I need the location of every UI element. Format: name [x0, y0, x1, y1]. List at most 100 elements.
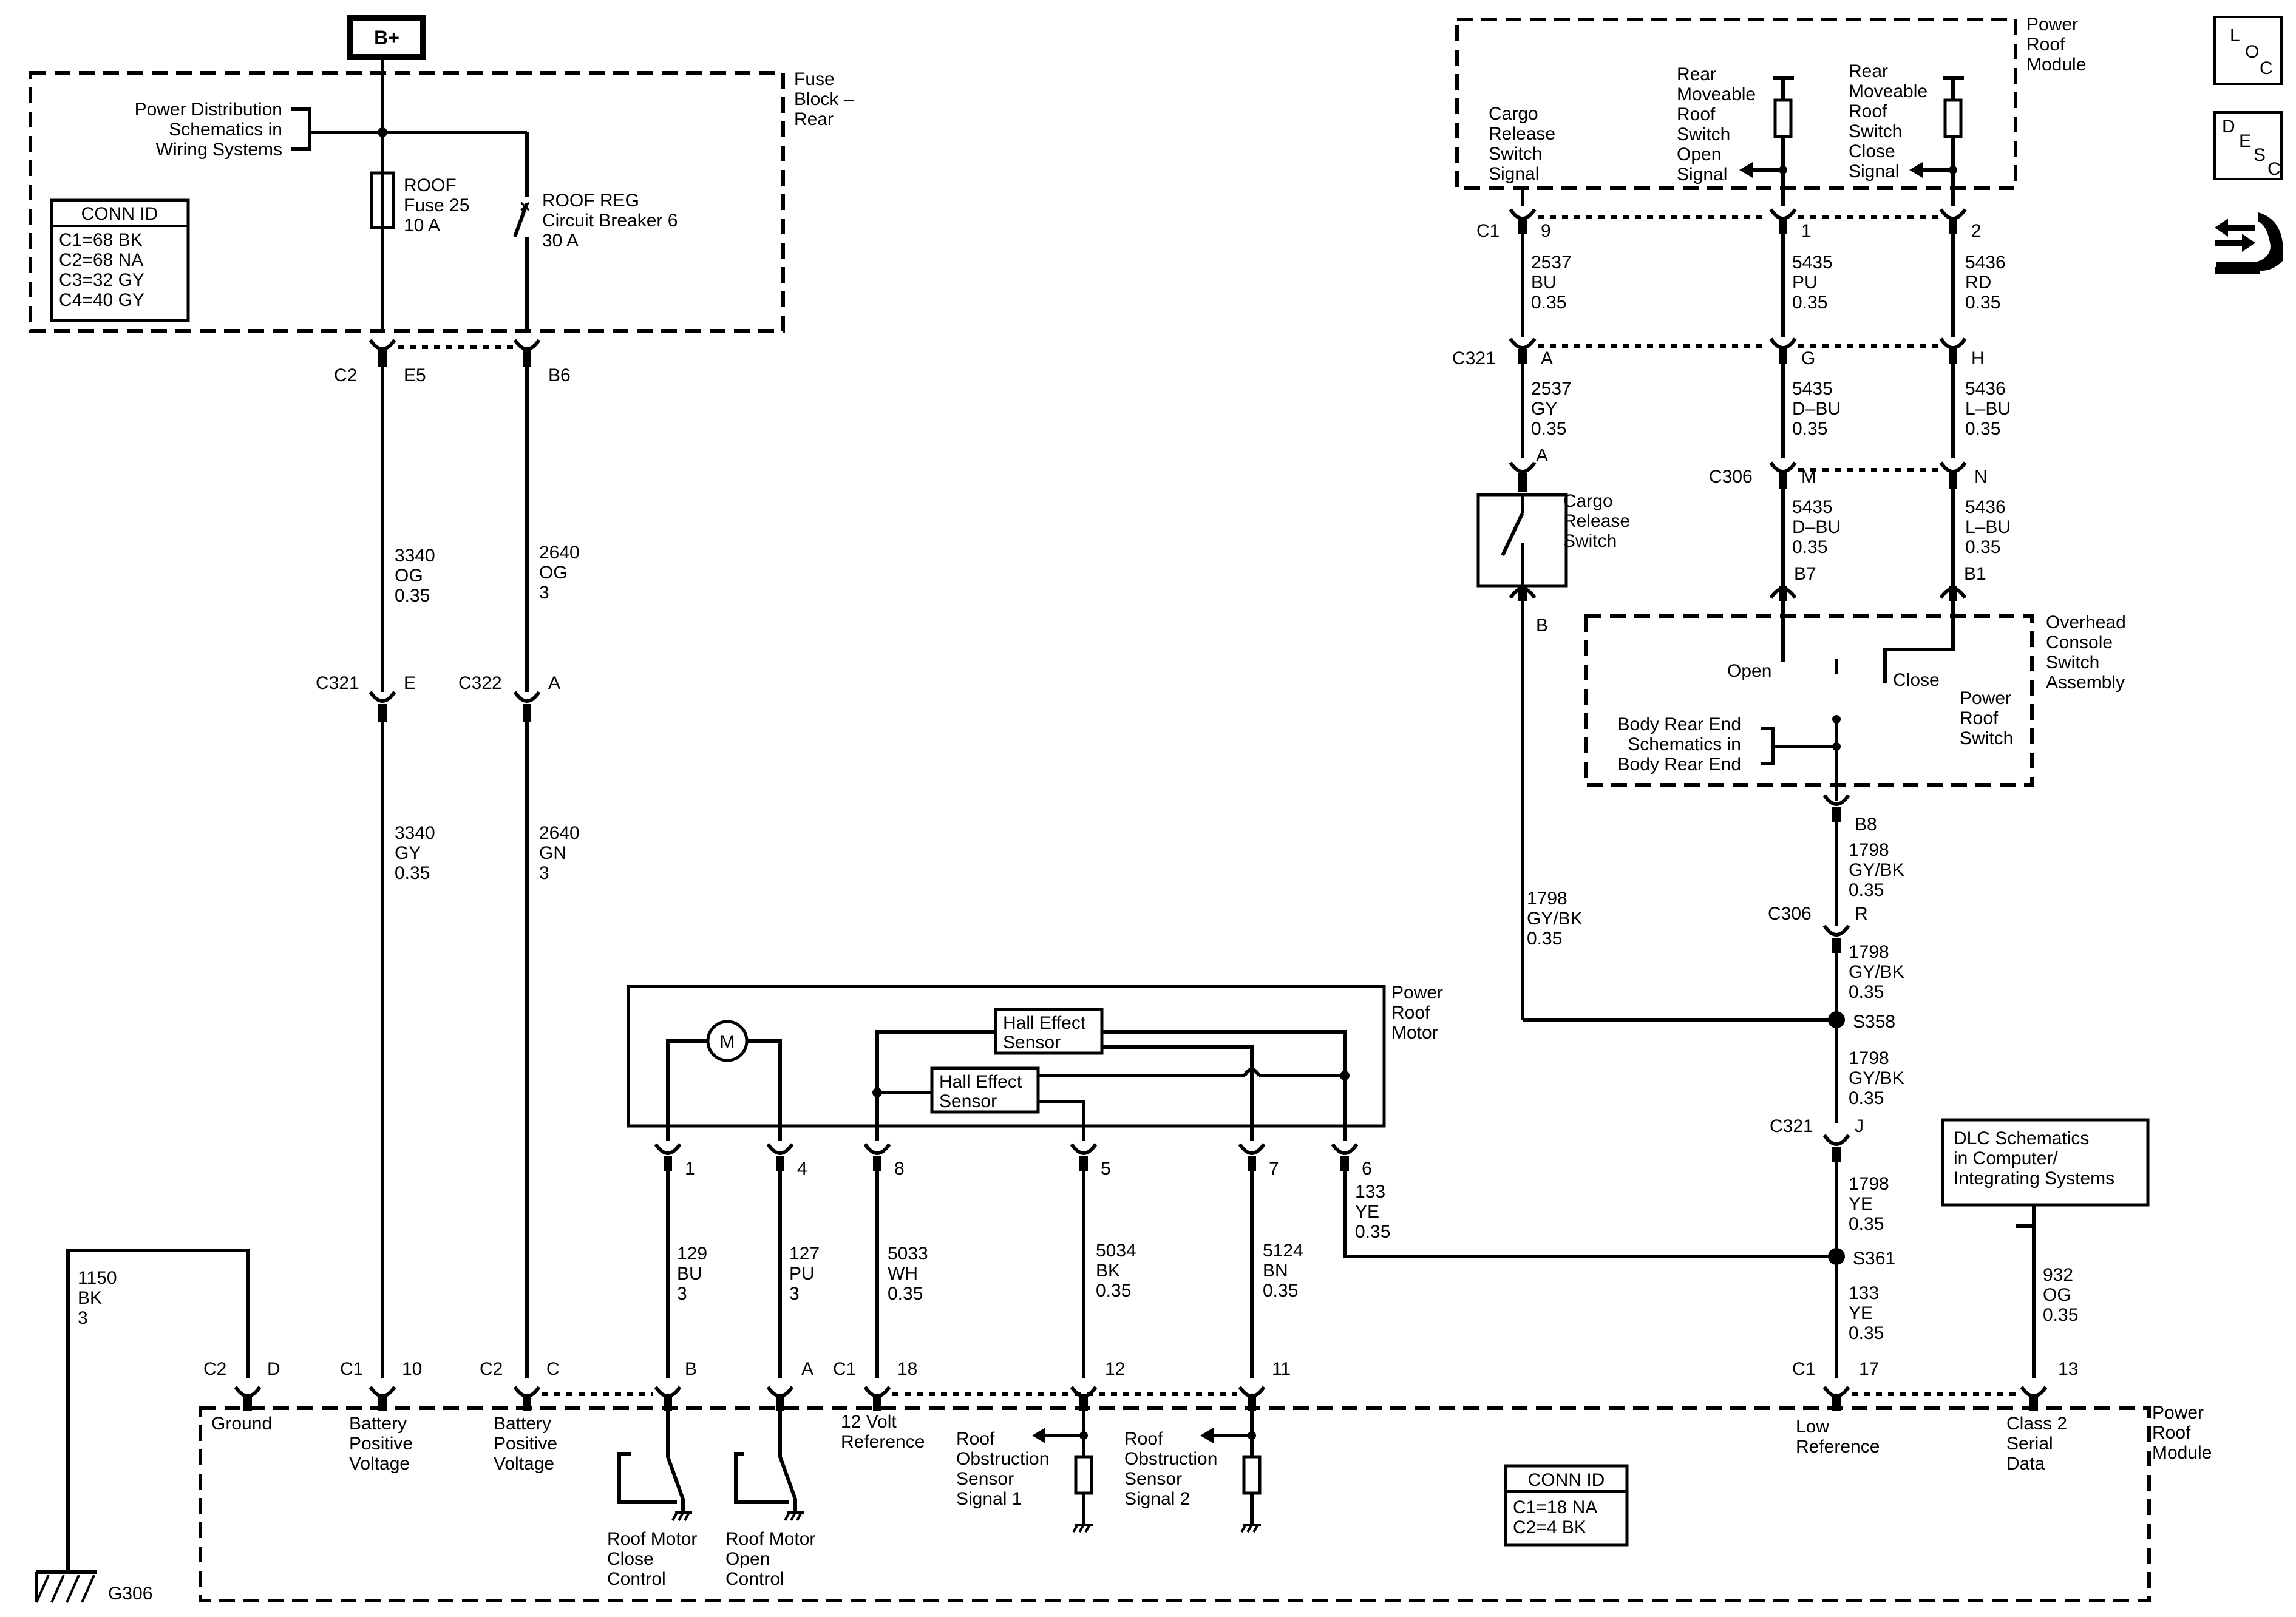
svg-text:D: D — [2222, 117, 2235, 137]
right-c321-label: C321 — [1452, 348, 1496, 368]
module-bottom-connectors: C2 D C1 10 C2 C B A C1 18 12 11 C1 17 13 — [203, 1359, 2078, 1411]
motor-pin-7: 7 — [1269, 1159, 1279, 1179]
motor-pin-4: 4 — [797, 1159, 807, 1179]
c2-label: C2 — [334, 365, 357, 385]
dlc-reference-box — [1941, 1118, 2150, 1207]
conn-12-pin: 12 — [1105, 1359, 1125, 1379]
right-c321-pin-a: A — [1541, 348, 1553, 368]
c306-r-label: C306 — [1768, 904, 1812, 924]
hall-sensor-2-icon — [930, 1066, 1040, 1114]
close-relay-switch-icon — [617, 1411, 692, 1521]
battery-positive-box — [347, 15, 426, 60]
top-c1-label: C1 — [1476, 221, 1500, 241]
svg-text:L: L — [2230, 25, 2240, 46]
cargo-switch-pin-b: B — [1536, 615, 1548, 636]
close-label: Close — [1893, 670, 1940, 690]
close-pullup-resistor-icon — [1909, 76, 1964, 206]
power-roof-switch-icon — [1832, 659, 1841, 801]
right-c306-pin-n: N — [1974, 467, 1988, 487]
conn-c1-18-label: C1 — [833, 1359, 856, 1379]
svg-text:S: S — [2254, 145, 2266, 165]
e5-label: E5 — [404, 365, 426, 385]
conn-13-pin: 13 — [2058, 1359, 2078, 1379]
conn-a-pin: A — [801, 1359, 813, 1379]
fuse-conn-id-box — [50, 198, 190, 322]
module-conn-id-box — [1504, 1464, 1629, 1547]
open-relay-switch-icon — [734, 1411, 804, 1521]
c322-label: C322 — [458, 673, 502, 693]
module-conn-id-title: CONN ID — [1528, 1470, 1605, 1490]
motor-pin-6: 6 — [1362, 1159, 1372, 1179]
motor-label: M — [720, 1032, 735, 1052]
c321-j-label: C321 — [1770, 1116, 1813, 1136]
open-label: Open — [1727, 661, 1771, 681]
desc-icon[interactable]: D E S C — [2213, 111, 2283, 180]
c321-left-label: C321 — [316, 673, 359, 693]
conn-c2-c-pin: C — [546, 1359, 560, 1379]
pin-b7: B7 — [1794, 564, 1816, 584]
diagnostic-tool-icon[interactable] — [2215, 212, 2283, 274]
motor-pin-1: 1 — [685, 1159, 695, 1179]
c321-j-pin: J — [1855, 1116, 1864, 1136]
conn-c2-d-label: C2 — [203, 1359, 226, 1379]
overhead-console-outline — [1584, 614, 2034, 787]
s358-label: S358 — [1853, 1012, 1895, 1032]
circuit-breaker-icon — [513, 202, 529, 238]
svg-text:E: E — [2239, 131, 2251, 151]
conn-c2-d-pin: D — [267, 1359, 280, 1379]
conn-c1-10-label: C1 — [340, 1359, 363, 1379]
c322-pin: A — [548, 673, 560, 693]
loc-icon[interactable]: L O C — [2213, 16, 2283, 85]
open-pullup-resistor-icon — [1739, 76, 1794, 206]
b6-label: B6 — [548, 365, 571, 385]
right-c321-pin-g: G — [1801, 348, 1815, 368]
conn-11-pin: 11 — [1272, 1359, 1291, 1379]
c306-r-pin: R — [1855, 904, 1868, 924]
module-top-outline — [1455, 18, 2017, 190]
g306-label: G306 — [108, 1584, 152, 1604]
svg-text:C: C — [2267, 159, 2281, 179]
right-c306-pin-m: M — [1801, 467, 1816, 487]
pin-b8: B8 — [1855, 815, 1877, 835]
motor-pin-8: 8 — [894, 1159, 905, 1179]
conn-c1-18-pin: 18 — [897, 1359, 917, 1379]
